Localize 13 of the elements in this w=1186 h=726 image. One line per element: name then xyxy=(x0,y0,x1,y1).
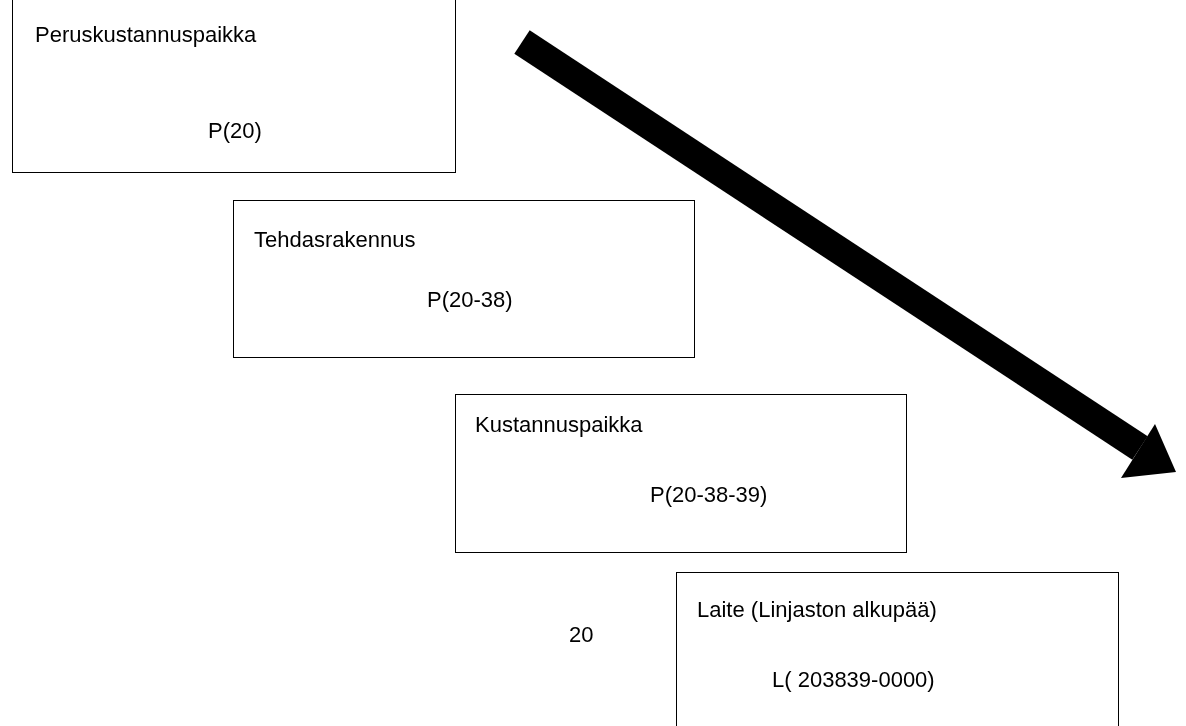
box-title: Kustannuspaikka xyxy=(475,412,643,438)
process-box xyxy=(676,572,1119,726)
note-number: 20 xyxy=(569,622,594,648)
cost-center-code: L( 203839-0000) xyxy=(772,667,935,693)
box-title: Tehdasrakennus xyxy=(254,227,416,253)
process-box xyxy=(455,394,907,553)
box-title: Laite (Linjaston alkupää) xyxy=(697,597,937,623)
process-box xyxy=(12,0,456,173)
cost-center-code: P(20-38) xyxy=(427,287,513,313)
cost-center-code: P(20-38-39) xyxy=(650,482,768,508)
box-title: Peruskustannuspaikka xyxy=(35,22,257,48)
cost-center-code: P(20) xyxy=(208,118,262,144)
process-box xyxy=(233,200,695,358)
